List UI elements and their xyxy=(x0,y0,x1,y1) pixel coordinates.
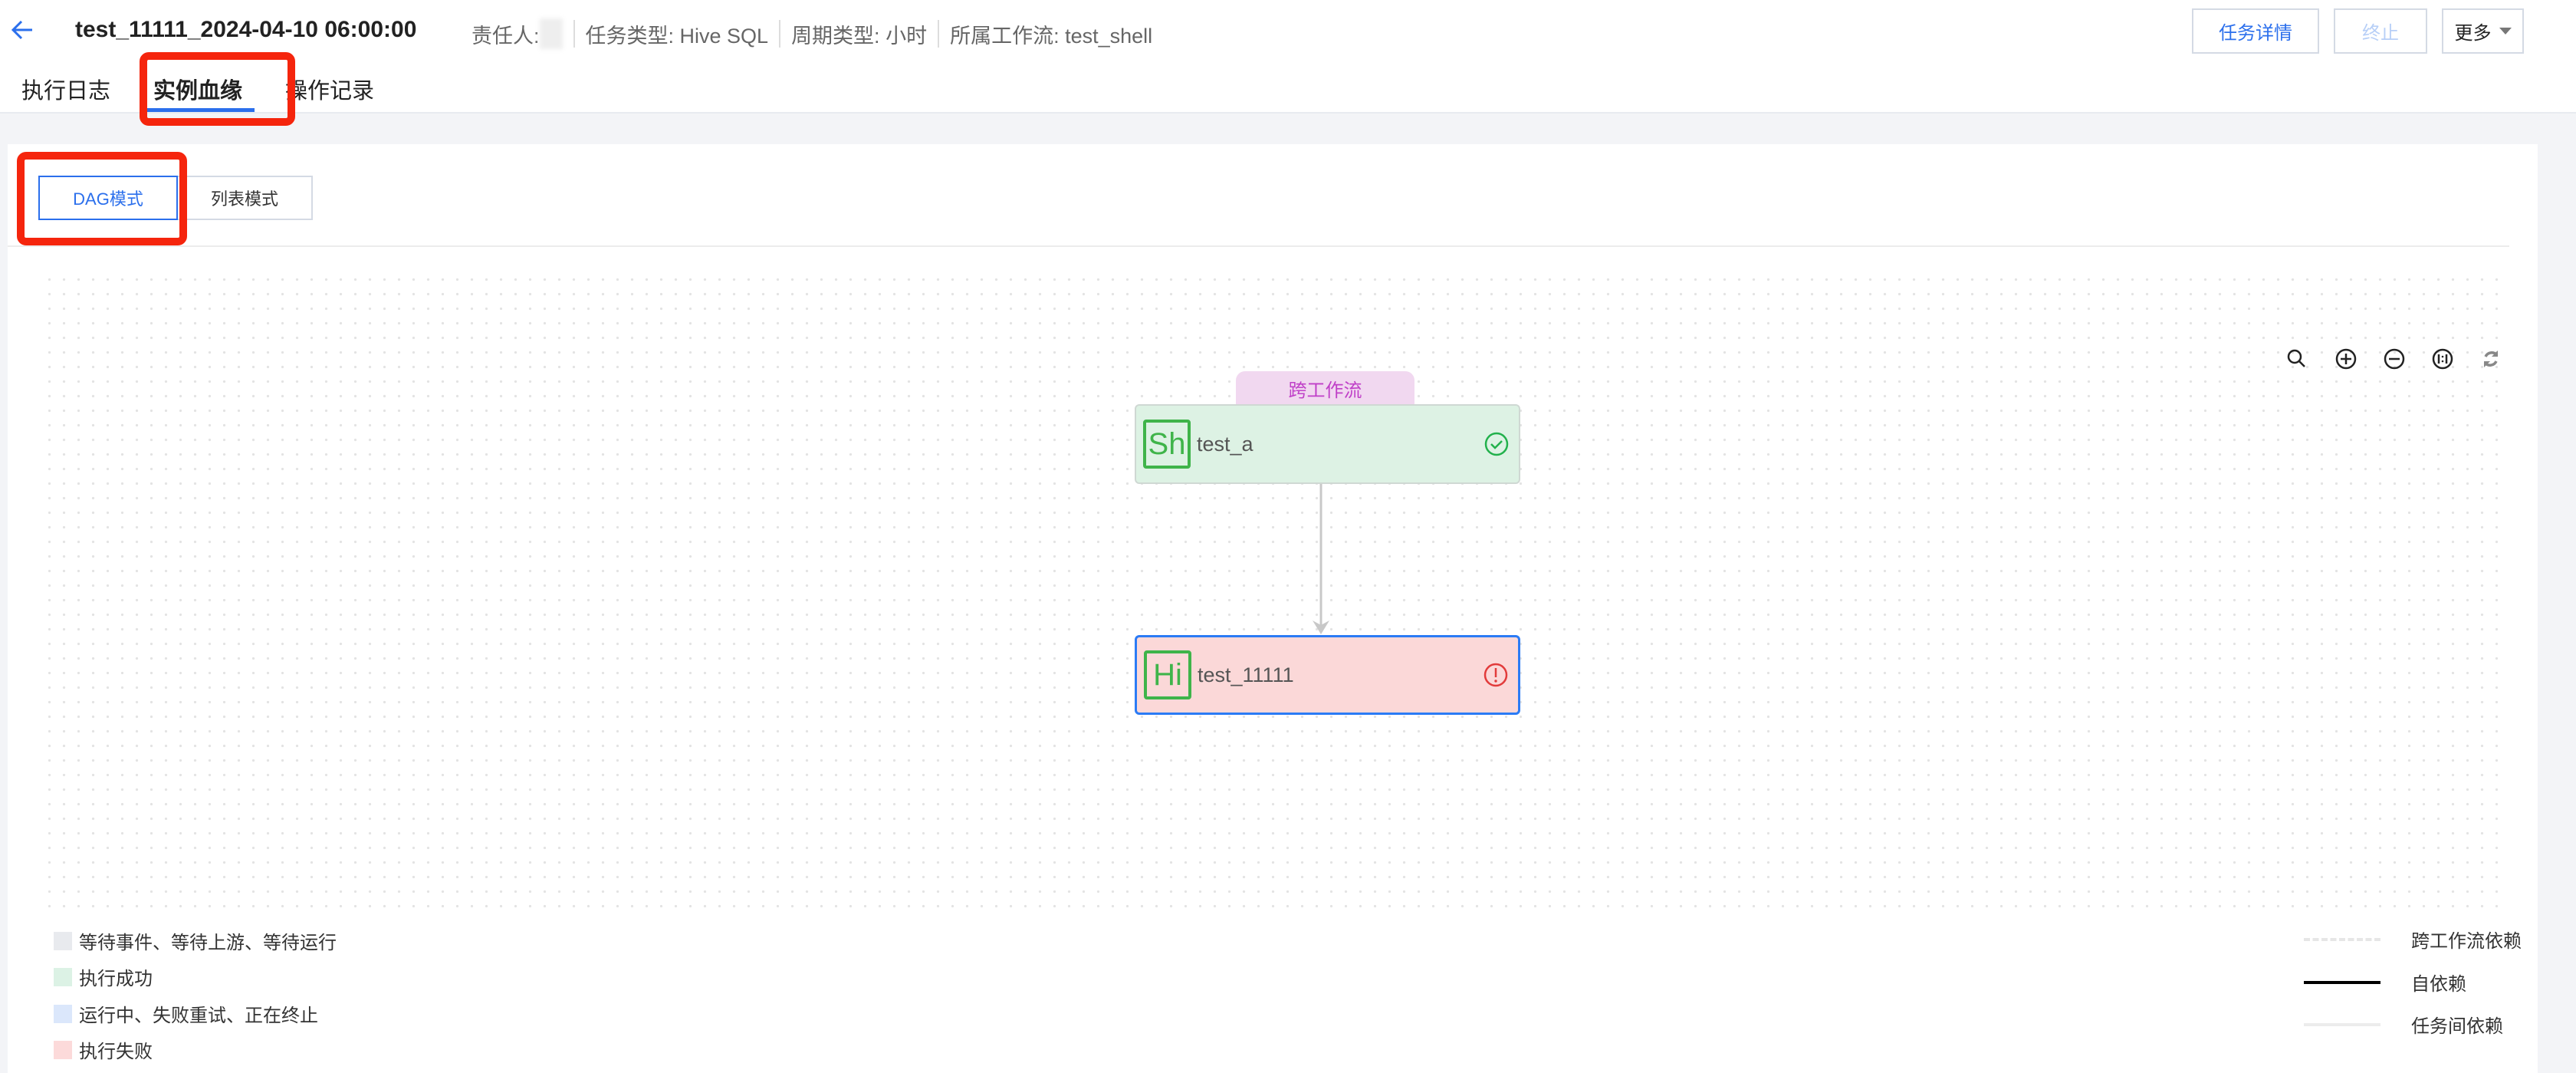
caret-down-icon xyxy=(2499,28,2512,35)
light-line-swatch xyxy=(2304,1022,2380,1026)
success-check-icon xyxy=(1484,432,1509,456)
highlight-box xyxy=(17,152,187,245)
shell-type-badge: Sh xyxy=(1143,420,1191,469)
dag-canvas[interactable] xyxy=(42,272,2507,909)
error-alert-icon xyxy=(1484,663,1508,687)
legend-task-dep: 任务间依赖 xyxy=(2304,1011,2503,1038)
hive-type-badge: Hi xyxy=(1144,650,1191,699)
tab-exec-log[interactable]: 执行日志 xyxy=(21,79,111,104)
zoom-in-icon[interactable] xyxy=(2334,347,2358,371)
divider xyxy=(779,20,781,48)
dag-node-test-11111[interactable]: Hi test_11111 xyxy=(1135,635,1520,715)
solid-line-swatch xyxy=(2304,980,2380,984)
legend-failed: 执行失败 xyxy=(54,1036,153,1063)
owner-label: 责任人: xyxy=(472,24,540,48)
dependency-edge xyxy=(1313,484,1329,634)
tab-operation-record[interactable]: 操作记录 xyxy=(285,79,375,104)
tab-instance-lineage[interactable]: 实例血缘 xyxy=(132,73,264,114)
legend-waiting: 等待事件、等待上游、等待运行 xyxy=(54,927,337,954)
legend-label: 自依赖 xyxy=(2411,974,2466,995)
legend-success: 执行成功 xyxy=(54,963,153,990)
node-name: test_11111 xyxy=(1198,663,1294,686)
back-arrow-icon[interactable] xyxy=(9,17,35,43)
legend-swatch xyxy=(54,1004,72,1023)
dag-node-test-a[interactable]: Sh test_a xyxy=(1135,404,1520,484)
legend-cross-workflow-dep: 跨工作流依赖 xyxy=(2304,926,2522,953)
stop-button[interactable]: 终止 xyxy=(2334,8,2427,54)
cross-workflow-tag: 跨工作流 xyxy=(1236,371,1414,406)
zoom-out-icon[interactable] xyxy=(2382,347,2407,371)
highlight-box xyxy=(140,52,295,126)
task-type: 任务类型: Hive SQL xyxy=(585,24,769,48)
owner-value-blurred xyxy=(539,18,563,49)
search-icon[interactable] xyxy=(2285,347,2309,371)
legend-label: 执行失败 xyxy=(79,1042,153,1062)
workflow: 所属工作流: test_shell xyxy=(950,24,1153,48)
actual-size-icon[interactable] xyxy=(2430,347,2455,371)
cycle-type: 周期类型: 小时 xyxy=(791,24,928,48)
legend-label: 执行成功 xyxy=(79,969,153,989)
divider xyxy=(938,20,940,48)
divider xyxy=(573,20,575,48)
tab-bar: 执行日志 实例血缘 操作记录 xyxy=(0,73,396,114)
page-header: test_11111_2024-04-10 06:00:00 责任人: 任务类型… xyxy=(0,0,2576,114)
more-label: 更多 xyxy=(2454,23,2492,44)
more-dropdown[interactable]: 更多 xyxy=(2442,8,2524,54)
divider xyxy=(8,245,2509,247)
legend-self-dep: 自依赖 xyxy=(2304,969,2466,996)
legend-running: 运行中、失败重试、正在终止 xyxy=(54,1000,318,1027)
dag-mode-button[interactable]: DAG模式 xyxy=(38,176,178,220)
legend-label: 任务间依赖 xyxy=(2411,1016,2503,1037)
legend-label: 运行中、失败重试、正在终止 xyxy=(79,1006,318,1026)
task-detail-button[interactable]: 任务详情 xyxy=(2192,8,2319,54)
refresh-icon[interactable] xyxy=(2479,347,2503,371)
node-name: test_a xyxy=(1197,432,1254,456)
task-meta: 责任人: 任务类型: Hive SQL 周期类型: 小时 所属工作流: test… xyxy=(472,18,1152,49)
legend-label: 等待事件、等待上游、等待运行 xyxy=(79,933,337,953)
legend-swatch xyxy=(54,1040,72,1059)
list-mode-button[interactable]: 列表模式 xyxy=(178,176,313,220)
page-title: test_11111_2024-04-10 06:00:00 xyxy=(75,17,417,42)
dashed-line-swatch xyxy=(2304,937,2380,941)
legend-swatch xyxy=(54,931,72,950)
legend-label: 跨工作流依赖 xyxy=(2411,931,2522,952)
legend-swatch xyxy=(54,967,72,986)
